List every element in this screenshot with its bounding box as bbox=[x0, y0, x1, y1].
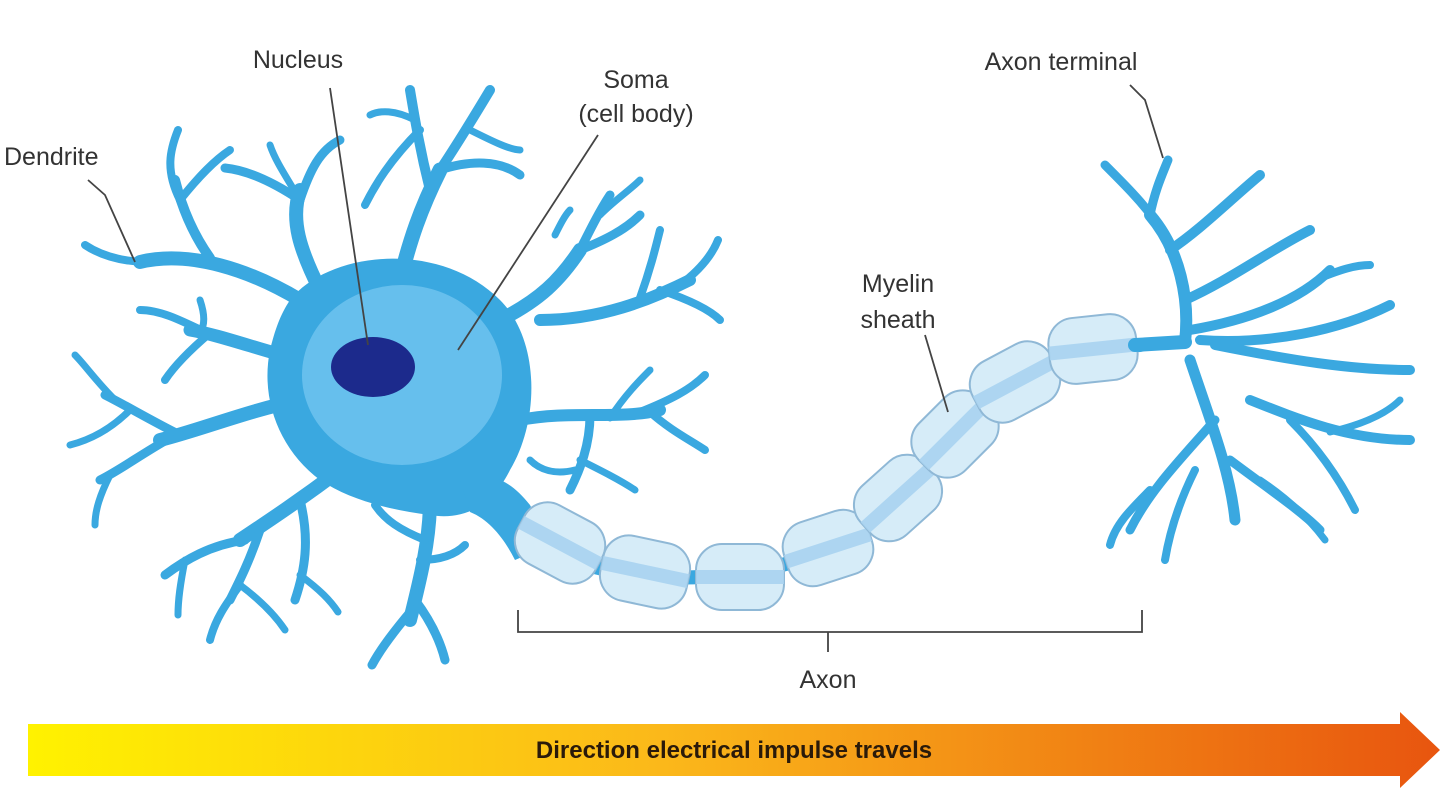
axon-bracket bbox=[517, 610, 1143, 652]
axon-terminal-leader bbox=[1129, 84, 1164, 159]
axon-label: Axon bbox=[800, 666, 857, 694]
axon-terminal-label: Axon terminal bbox=[985, 48, 1138, 76]
leader-lines bbox=[87, 84, 1164, 652]
soma-leader bbox=[457, 134, 599, 351]
myelin-segment bbox=[781, 508, 875, 588]
nucleus-label: Nucleus bbox=[253, 46, 343, 74]
nucleus bbox=[331, 337, 415, 397]
myelin-segment bbox=[1047, 313, 1139, 385]
impulse-direction-arrow: Direction electrical impulse travels bbox=[28, 712, 1440, 788]
myelin-segment bbox=[513, 501, 607, 585]
myelin-segment bbox=[598, 534, 692, 610]
dendrite-label: Dendrite bbox=[4, 143, 99, 171]
myelin-segment bbox=[968, 340, 1062, 424]
impulse-arrow-label: Direction electrical impulse travels bbox=[536, 737, 932, 764]
myelin-sheath bbox=[513, 313, 1139, 611]
soma-label-line1: Soma bbox=[603, 66, 668, 94]
myelin-label-line1: Myelin bbox=[862, 270, 934, 298]
axon-terminal-branches bbox=[1100, 155, 1415, 564]
myelin-segment bbox=[852, 453, 944, 543]
nucleus-leader bbox=[329, 87, 369, 346]
soma-label-line2: (cell body) bbox=[578, 100, 693, 128]
myelin-segment bbox=[910, 389, 1000, 479]
dendrites bbox=[66, 85, 724, 670]
myelin-label-line2: sheath bbox=[860, 306, 935, 334]
myelin-leader bbox=[924, 334, 949, 413]
dendrite-leader bbox=[87, 179, 136, 263]
impulse-arrow-shape bbox=[28, 712, 1440, 788]
myelin-segment bbox=[695, 543, 785, 611]
